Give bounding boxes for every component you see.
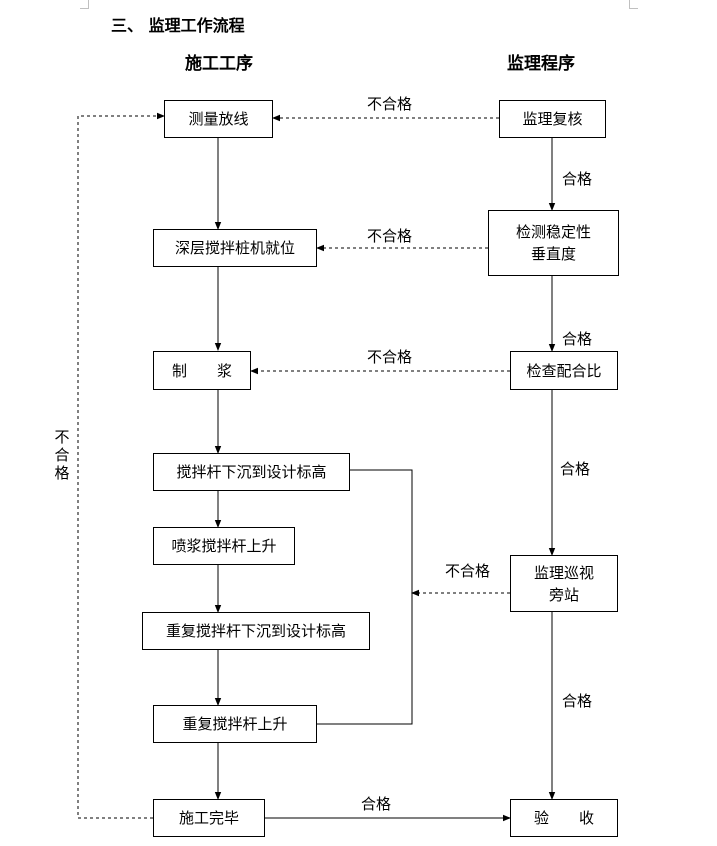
edge-label-fail-patrol: 不合格 [445,562,491,580]
step-spray-lift: 喷浆搅拌杆上升 [153,527,295,565]
step-acceptance-label: 验 收 [533,809,594,827]
step-sink-to-elevation: 搅拌杆下沉到设计标高 [153,453,350,491]
edge-label-pass-mix: 合格 [560,460,591,478]
step-rig-positioning-label: 深层搅拌桩机就位 [174,239,295,257]
step-slurry: 制 浆 [153,351,251,390]
step-construction-done: 施工完毕 [153,799,265,837]
step-repeat-sink: 重复搅拌杆下沉到设计标高 [142,612,370,650]
step-sink-to-elevation-label: 搅拌杆下沉到设计标高 [176,463,327,481]
step-supervision-review: 监理复核 [499,100,606,138]
step-mix-ratio-check-label: 检查配合比 [526,361,602,380]
step-repeat-sink-label: 重复搅拌杆下沉到设计标高 [165,622,346,640]
supervision-column-header: 监理程序 [507,54,575,74]
step-slurry-label: 制 浆 [171,361,232,380]
construction-column-header: 施工工序 [185,54,253,74]
edge-label-pass-patrol: 合格 [562,692,593,710]
bracket-sink-to-relift [317,469,413,725]
step-survey-label: 测量放线 [188,110,249,128]
step-mix-ratio-check: 检查配合比 [510,351,618,390]
step-repeat-lift: 重复搅拌杆上升 [153,705,317,743]
step-survey: 测量放线 [164,100,273,138]
step-acceptance: 验 收 [510,799,618,837]
step-spray-lift-label: 喷浆搅拌杆上升 [171,537,277,555]
edge-label-fail-review: 不合格 [367,95,413,113]
edge-label-fail-verticality: 不合格 [367,227,413,245]
edge-label-fail-mix: 不合格 [367,348,413,366]
step-supervision-review-label: 监理复核 [522,110,583,128]
section-title: 三、 监理工作流程 [111,16,245,35]
step-stability-verticality-line-2: 垂直度 [530,245,576,263]
page-corner-mark-right [629,0,638,9]
step-patrol-onsite: 监理巡视 旁站 [510,555,618,612]
step-construction-done-label: 施工完毕 [178,809,239,827]
step-rig-positioning: 深层搅拌桩机就位 [153,229,317,267]
edge-label-pass-verticality: 合格 [562,330,593,348]
step-stability-verticality: 检测稳定性 垂直度 [488,210,619,276]
step-patrol-onsite-line-2: 旁站 [548,585,579,604]
step-repeat-lift-label: 重复搅拌杆上升 [182,715,288,733]
step-stability-verticality-line-1: 检测稳定性 [515,223,591,241]
edge-label-pass-bottom: 合格 [361,795,392,813]
edge-label-pass-review: 合格 [562,170,593,188]
edge-label-fail-left-loop: 不合格 [54,428,70,482]
page-corner-mark-left [80,0,89,9]
step-patrol-onsite-line-1: 监理巡视 [533,563,594,582]
dashed-loop-done-to-survey [77,112,165,819]
